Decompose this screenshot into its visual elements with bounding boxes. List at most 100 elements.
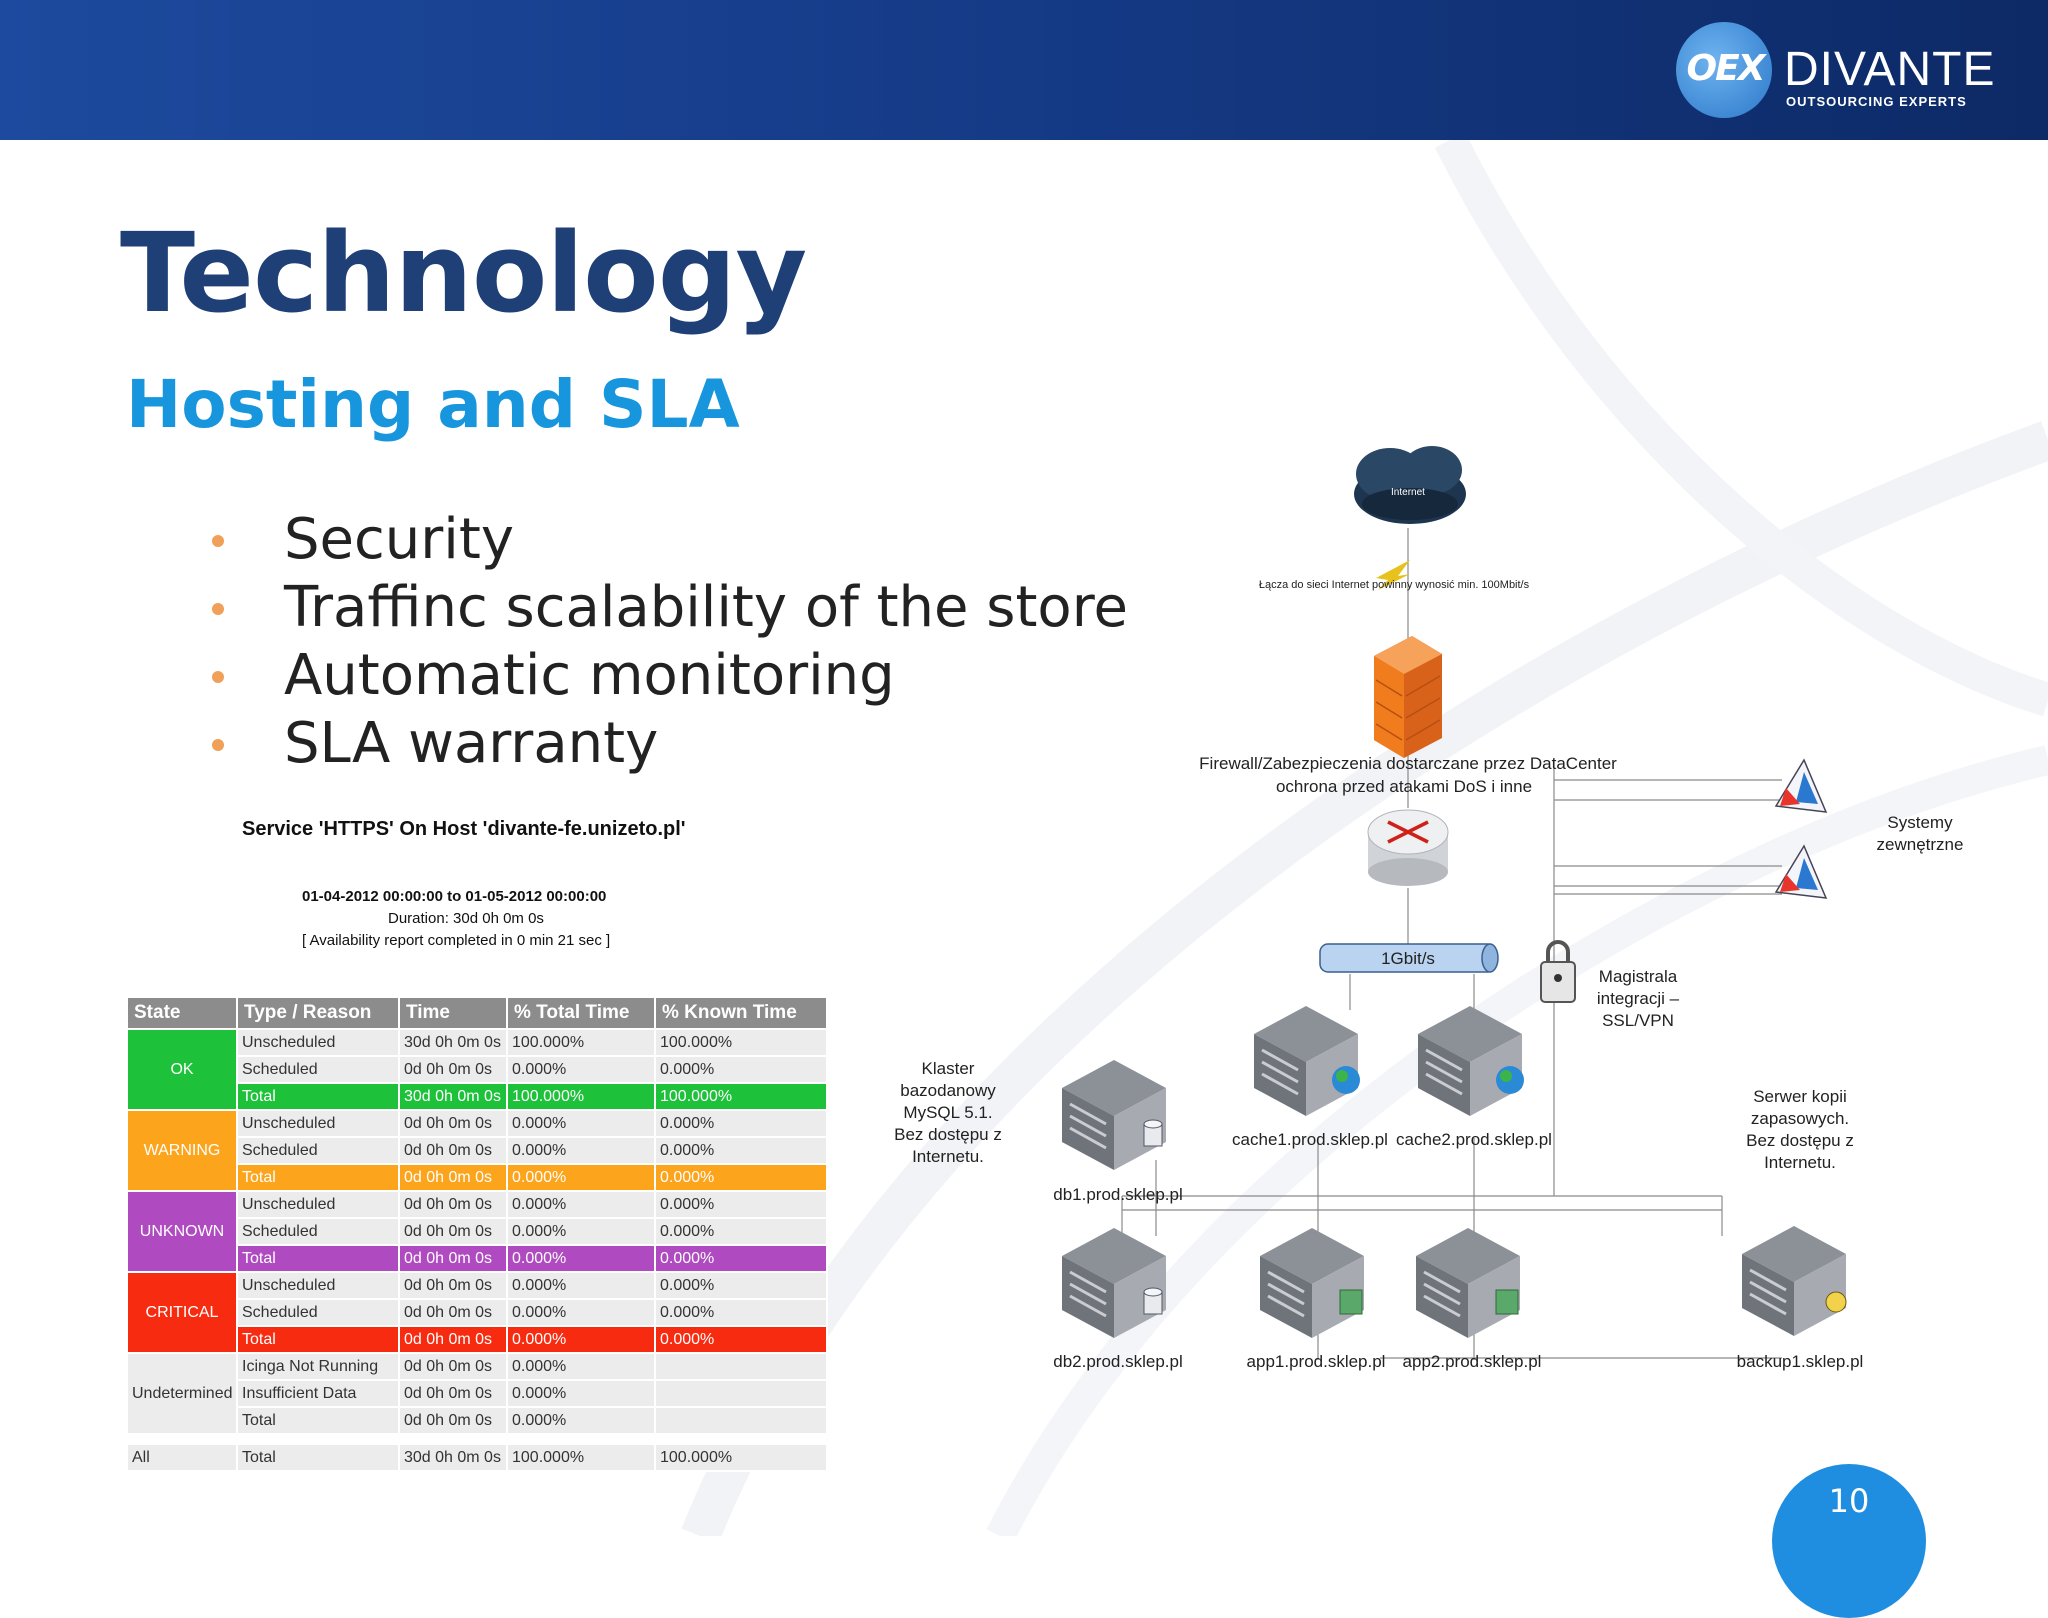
bullet-text: Traffinc scalability of the store	[284, 575, 1128, 640]
logo-tagline: OUTSOURCING EXPERTS	[1786, 94, 1967, 109]
column-header-total: % Total Time	[506, 996, 656, 1030]
type-cell: Total	[236, 1163, 400, 1192]
time-cell: 0d 0h 0m 0s	[398, 1109, 508, 1138]
table-row: OK Unscheduled 30d 0h 0m 0s 100.000% 100…	[126, 1028, 828, 1111]
internet-link-label: Łącza do sieci Internet powinny wynosić …	[1259, 579, 1530, 591]
external-systems-label-1: Systemy	[1887, 813, 1953, 832]
time-cell: 0d 0h 0m 0s	[398, 1244, 508, 1273]
known-cell: 0.000%	[654, 1298, 828, 1327]
total-cell: 0.000%	[506, 1109, 656, 1138]
slide-subtitle: Hosting and SLA	[126, 366, 740, 443]
type-cell: Unscheduled	[236, 1028, 400, 1057]
lock-icon	[1540, 940, 1576, 1003]
cloud-icon	[1354, 446, 1466, 524]
type-cell: Total	[236, 1325, 400, 1354]
type-cell: Scheduled	[236, 1217, 400, 1246]
network-diagram: Internet Łącza do sieci Internet powinny…	[894, 446, 1963, 1371]
type-cell: Unscheduled	[236, 1109, 400, 1138]
globe-land	[1500, 1070, 1512, 1082]
server-icon	[1060, 1226, 1168, 1340]
bullet-text: SLA warranty	[284, 711, 659, 776]
type-cell: Total	[236, 1244, 400, 1273]
server-label-backup: backup1.sklep.pl	[1737, 1352, 1864, 1371]
known-cell	[654, 1379, 828, 1408]
known-cell: 100.000%	[654, 1082, 828, 1111]
total-cell: 0.000%	[506, 1298, 656, 1327]
type-cell: Scheduled	[236, 1298, 400, 1327]
bullet-text: Automatic monitoring	[284, 643, 895, 708]
bullet-item: Automatic monitoring	[206, 642, 1128, 710]
bullet-item: SLA warranty	[206, 710, 1128, 778]
vpn-label-1: Magistrala	[1599, 967, 1678, 986]
backup-note-2: zapasowych.	[1751, 1109, 1849, 1128]
type-cell: Scheduled	[236, 1136, 400, 1165]
switch-icon	[1319, 943, 1499, 973]
app-icon	[1495, 1289, 1519, 1315]
server-icon	[1258, 1226, 1366, 1340]
vpn-label-2: integracji –	[1597, 989, 1680, 1008]
cluster-label-5: Internetu.	[912, 1147, 984, 1166]
total-cell: 100.000%	[506, 1082, 656, 1111]
cluster-label-1: Klaster	[922, 1059, 975, 1078]
database-icon	[1143, 1287, 1163, 1315]
globe-land	[1336, 1070, 1348, 1082]
known-cell	[654, 1352, 828, 1381]
known-cell: 100.000%	[654, 1443, 828, 1472]
state-critical: CRITICAL	[126, 1271, 238, 1354]
table-total-row: Total 30d 0h 0m 0s 100.000% 100.000%	[127, 1082, 828, 1111]
time-cell: 0d 0h 0m 0s	[398, 1136, 508, 1165]
firewall-label-2: ochrona przed atakami DoS i inne	[1276, 777, 1532, 796]
type-cell: Total	[236, 1406, 400, 1435]
known-cell: 0.000%	[654, 1163, 828, 1192]
triangle-app-icon	[1774, 758, 1828, 813]
table-row: WARNING Unscheduled 0d 0h 0m 0s 0.000% 0…	[126, 1109, 828, 1192]
bullet-list: Security Traffinc scalability of the sto…	[206, 506, 1128, 778]
table-total-row: Total 0d 0h 0m 0s 0.000% 0.000%	[127, 1163, 828, 1192]
table-row: Scheduled 0d 0h 0m 0s 0.000% 0.000%	[127, 1298, 828, 1327]
known-cell	[654, 1406, 828, 1435]
time-cell: 0d 0h 0m 0s	[398, 1163, 508, 1192]
availability-table: State Type / Reason Time % Total Time % …	[126, 996, 828, 1472]
type-cell: Unscheduled	[236, 1190, 400, 1219]
table-total-row: Total 0d 0h 0m 0s 0.000% 0.000%	[127, 1325, 828, 1354]
total-cell: 0.000%	[506, 1244, 656, 1273]
backup-note-3: Bez dostępu z	[1746, 1131, 1854, 1150]
state-ok: OK	[126, 1028, 238, 1111]
known-cell: 0.000%	[654, 1271, 828, 1300]
server-label-app2: app2.prod.sklep.pl	[1403, 1352, 1542, 1371]
total-cell: 0.000%	[506, 1325, 656, 1354]
total-cell: 0.000%	[506, 1190, 656, 1219]
total-cell: 0.000%	[506, 1217, 656, 1246]
server-icon	[1414, 1226, 1522, 1340]
app-icon	[1339, 1289, 1363, 1315]
divante-logo: OEX DIVANTE OUTSOURCING EXPERTS	[1676, 22, 1994, 122]
table-row: Insufficient Data 0d 0h 0m 0s 0.000%	[127, 1379, 828, 1408]
bullet-dot	[212, 739, 224, 751]
time-cell: 30d 0h 0m 0s	[398, 1028, 508, 1057]
type-cell: Scheduled	[236, 1055, 400, 1084]
time-cell: 0d 0h 0m 0s	[398, 1271, 508, 1300]
state-warning: WARNING	[126, 1109, 238, 1192]
report-title: Service 'HTTPS' On Host 'divante-fe.uniz…	[242, 818, 686, 840]
type-cell: Insufficient Data	[236, 1379, 400, 1408]
database-icon	[1143, 1119, 1163, 1147]
total-cell: 0.000%	[506, 1055, 656, 1084]
cluster-label-4: Bez dostępu z	[894, 1125, 1002, 1144]
lightning-icon	[1376, 560, 1410, 590]
server-label-app1: app1.prod.sklep.pl	[1247, 1352, 1386, 1371]
page-number: 10	[1828, 1482, 1870, 1520]
type-cell: Total	[236, 1443, 400, 1472]
total-cell: 0.000%	[506, 1271, 656, 1300]
known-cell: 0.000%	[654, 1217, 828, 1246]
time-cell: 0d 0h 0m 0s	[398, 1055, 508, 1084]
server-label-db2: db2.prod.sklep.pl	[1053, 1352, 1182, 1371]
bullet-item: Security	[206, 506, 1128, 574]
backup-note-1: Serwer kopii	[1753, 1087, 1847, 1106]
time-cell: 0d 0h 0m 0s	[398, 1406, 508, 1435]
table-row: Scheduled 0d 0h 0m 0s 0.000% 0.000%	[127, 1055, 828, 1084]
state-all: All	[126, 1443, 238, 1472]
column-header-known: % Known Time	[654, 996, 828, 1030]
table-row: Undetermined Icinga Not Running 0d 0h 0m…	[126, 1352, 828, 1435]
type-cell: Unscheduled	[236, 1271, 400, 1300]
time-cell: 0d 0h 0m 0s	[398, 1217, 508, 1246]
